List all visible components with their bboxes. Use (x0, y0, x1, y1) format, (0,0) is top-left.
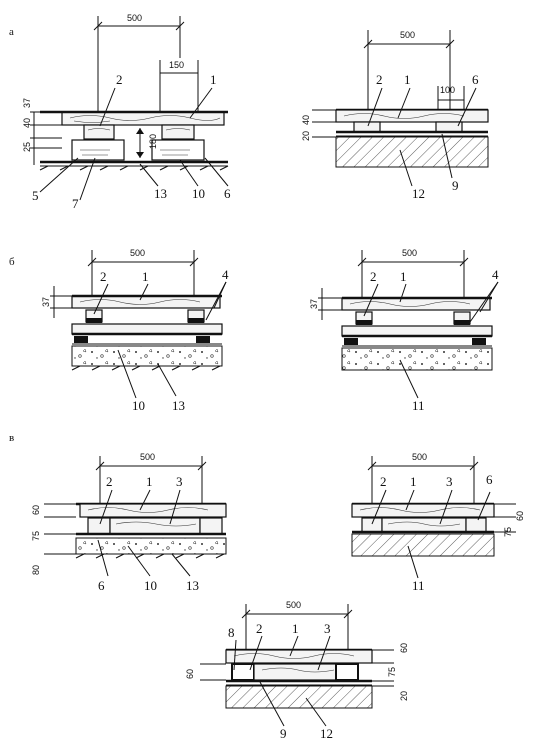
section-label-a: а (9, 26, 14, 38)
callout-1: 1 (400, 269, 407, 284)
dim-60: 60 (515, 511, 525, 521)
dim-75: 75 (503, 527, 513, 537)
callout-4: 4 (492, 267, 499, 282)
dim-500: 500 (400, 30, 415, 40)
callout-2: 2 (376, 72, 383, 87)
callout-11: 11 (412, 578, 425, 593)
callout-5: 5 (32, 188, 39, 203)
dim-20: 20 (301, 131, 311, 141)
dim-40: 40 (22, 118, 32, 128)
callout-12: 12 (412, 186, 425, 201)
dim-37: 37 (309, 299, 319, 309)
dim-60-left: 60 (185, 669, 195, 679)
dim-40: 40 (301, 115, 311, 125)
callout-1: 1 (142, 269, 149, 284)
dim-60-right: 60 (399, 643, 409, 653)
dim-500: 500 (412, 452, 427, 462)
detail-v3: 500 60 60 75 20 8 2 1 3 9 12 (185, 600, 409, 741)
callout-1: 1 (404, 72, 411, 87)
callout-2: 2 (370, 269, 377, 284)
callout-12: 12 (320, 726, 333, 741)
callout-10: 10 (132, 398, 145, 413)
dim-150: 150 (169, 60, 184, 70)
callout-1: 1 (410, 474, 417, 489)
callout-6: 6 (98, 578, 105, 593)
dim-500: 500 (127, 13, 142, 23)
detail-a2: 500 100 40 20 2 1 6 12 9 (301, 30, 489, 201)
callout-10: 10 (192, 186, 205, 201)
dim-37: 37 (41, 297, 51, 307)
callout-1: 1 (292, 621, 299, 636)
callout-6: 6 (224, 186, 231, 201)
callout-13: 13 (172, 398, 185, 413)
callout-2: 2 (116, 72, 123, 87)
callout-10: 10 (144, 578, 157, 593)
detail-v1: 500 60 75 80 2 1 3 6 10 13 (31, 452, 227, 593)
dim-75: 75 (31, 531, 41, 541)
dim-500: 500 (286, 600, 301, 610)
dim-80: 80 (31, 565, 41, 575)
callout-4: 4 (222, 267, 229, 282)
dim-180: 180 (148, 134, 158, 149)
callout-3: 3 (324, 621, 331, 636)
dim-75: 75 (387, 667, 397, 677)
callout-1: 1 (210, 72, 217, 87)
callout-2: 2 (100, 269, 107, 284)
callout-13: 13 (186, 578, 199, 593)
callout-3: 3 (176, 474, 183, 489)
callout-9: 9 (452, 178, 459, 193)
dim-20: 20 (399, 691, 409, 701)
callout-6: 6 (486, 472, 493, 487)
detail-b2: 500 37 2 1 4 11 (309, 248, 499, 413)
dim-500: 500 (130, 248, 145, 258)
callout-2: 2 (380, 474, 387, 489)
dim-500: 500 (140, 452, 155, 462)
detail-a1: 500 150 180 37 40 (22, 13, 231, 211)
detail-b1: 500 37 2 1 4 10 13 (41, 248, 229, 413)
callout-1: 1 (146, 474, 153, 489)
callout-6: 6 (472, 72, 479, 87)
callout-7: 7 (72, 196, 79, 211)
callout-8: 8 (228, 625, 235, 640)
callout-13: 13 (154, 186, 167, 201)
callout-3: 3 (446, 474, 453, 489)
callout-9: 9 (280, 726, 287, 741)
dim-25: 25 (22, 142, 32, 152)
callout-2: 2 (106, 474, 113, 489)
detail-v2: 500 75 60 2 1 3 6 11 (351, 452, 525, 593)
dim-500: 500 (402, 248, 417, 258)
section-label-b: б (9, 256, 15, 268)
dim-100: 100 (440, 85, 455, 95)
dim-37: 37 (22, 98, 32, 108)
callout-2: 2 (256, 621, 263, 636)
section-label-v: в (9, 432, 14, 444)
callout-11: 11 (412, 398, 425, 413)
dim-60: 60 (31, 505, 41, 515)
